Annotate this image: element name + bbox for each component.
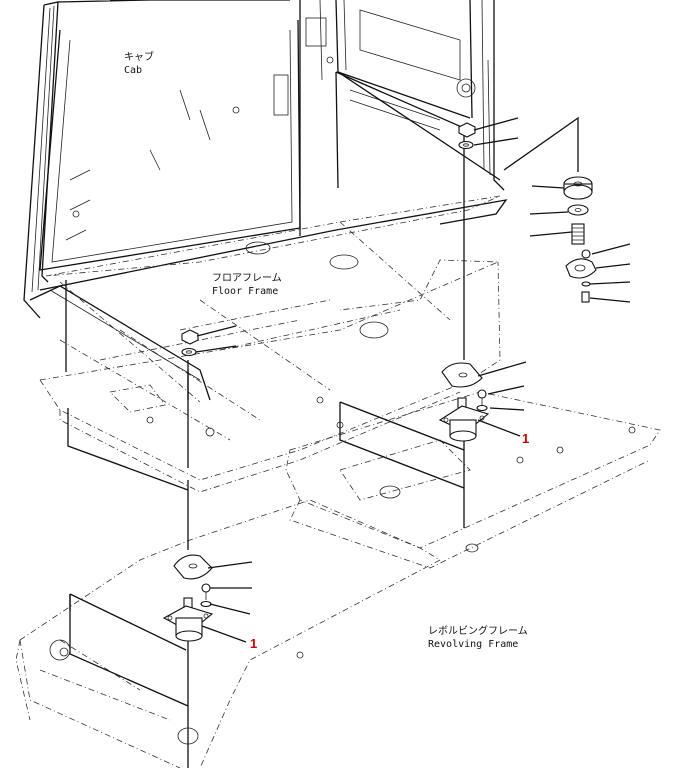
callout-right-mount: 1: [522, 431, 529, 446]
left-damper-mount: [162, 554, 253, 643]
cab-structure: [23, 0, 508, 401]
cab-floor-outline: [45, 195, 501, 403]
right-damper-mount: [438, 361, 527, 442]
revolving-frame-label-en: Revolving Frame: [428, 639, 518, 650]
floor-bolt-stack: [181, 325, 237, 400]
upper-right-bolt-stack: [458, 117, 519, 150]
revolving-frame-label-jp: レボルビングフレーム: [428, 624, 528, 637]
exploded-damper-parts: [503, 116, 631, 303]
callout-left-mount: 1: [250, 636, 257, 651]
cab-label-en: Cab: [124, 65, 142, 76]
floor-frame: [39, 241, 501, 493]
floor-frame-label-en: Floor Frame: [212, 286, 278, 297]
cab-label-jp: キャブ: [124, 50, 154, 63]
revolving-frame: [15, 391, 661, 768]
alignment-lines: [65, 71, 465, 768]
floor-frame-label-jp: フロアフレーム: [212, 272, 282, 284]
